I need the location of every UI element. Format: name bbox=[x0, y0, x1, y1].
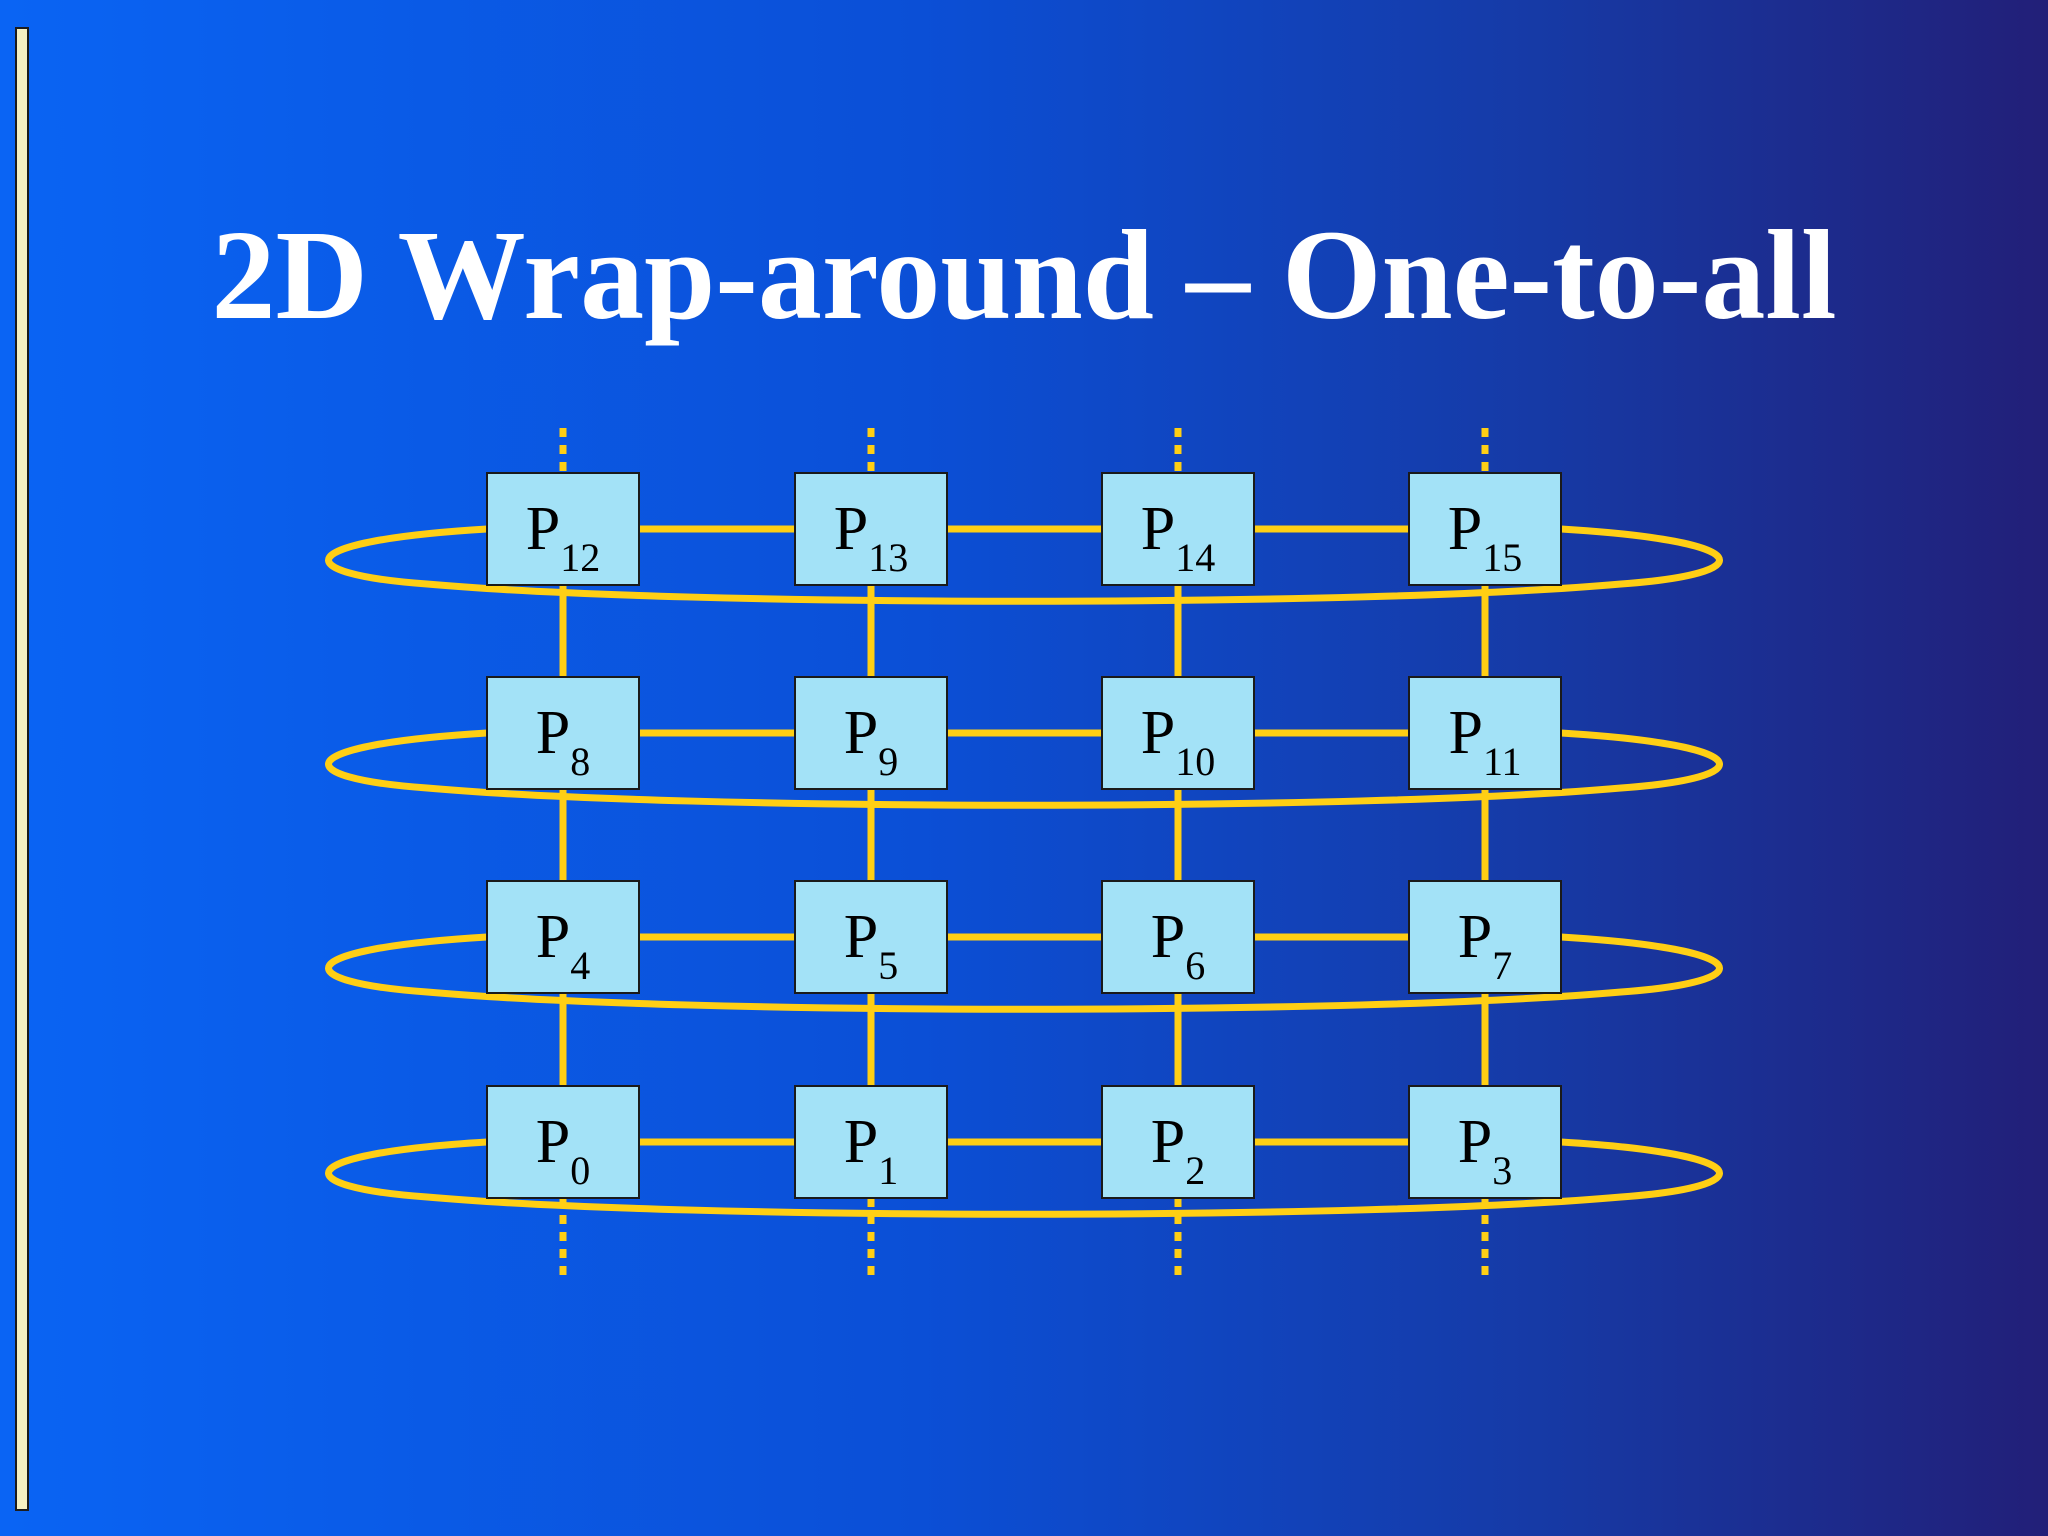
processor-node: P1 bbox=[794, 1085, 948, 1199]
node-letter: P bbox=[844, 699, 878, 767]
processor-node: P10 bbox=[1101, 676, 1255, 790]
processor-node: P14 bbox=[1101, 472, 1255, 586]
node-letter: P bbox=[536, 1108, 570, 1176]
node-letter: P bbox=[1449, 699, 1483, 767]
node-label: P2 bbox=[1151, 1108, 1205, 1193]
node-letter: P bbox=[536, 699, 570, 767]
node-letter: P bbox=[1458, 903, 1492, 971]
node-letter: P bbox=[536, 903, 570, 971]
node-label: P7 bbox=[1458, 903, 1512, 988]
node-letter: P bbox=[1151, 1108, 1185, 1176]
horizontal-wrap-loop-row-2 bbox=[325, 933, 1723, 1013]
node-letter: P bbox=[834, 495, 868, 563]
left-accent-bar bbox=[15, 27, 29, 1511]
horizontal-wrap-loop-row-1 bbox=[325, 729, 1723, 809]
node-label: P5 bbox=[844, 903, 898, 988]
node-label: P4 bbox=[536, 903, 590, 988]
node-box bbox=[1101, 1085, 1255, 1199]
node-letter: P bbox=[844, 903, 878, 971]
node-subscript: 11 bbox=[1483, 739, 1522, 784]
horizontal-wrap-loop-row-3 bbox=[325, 1138, 1723, 1218]
node-box bbox=[1408, 880, 1562, 994]
node-box bbox=[1101, 676, 1255, 790]
node-label: P8 bbox=[536, 699, 590, 784]
slide-title: 2D Wrap-around – One-to-all bbox=[211, 204, 1837, 346]
processor-node: P5 bbox=[794, 880, 948, 994]
node-subscript: 14 bbox=[1175, 535, 1215, 580]
node-label: P14 bbox=[1141, 495, 1215, 580]
node-box bbox=[486, 472, 640, 586]
node-label: P12 bbox=[526, 495, 600, 580]
node-subscript: 10 bbox=[1175, 739, 1215, 784]
node-box bbox=[486, 880, 640, 994]
node-subscript: 5 bbox=[878, 943, 898, 988]
processor-node: P15 bbox=[1408, 472, 1562, 586]
node-label: P10 bbox=[1141, 699, 1215, 784]
node-letter: P bbox=[526, 495, 560, 563]
node-letter: P bbox=[1141, 699, 1175, 767]
node-box bbox=[1101, 472, 1255, 586]
node-subscript: 6 bbox=[1185, 943, 1205, 988]
node-label: P0 bbox=[536, 1108, 590, 1193]
processor-node: P8 bbox=[486, 676, 640, 790]
node-subscript: 3 bbox=[1492, 1148, 1512, 1193]
node-letter: P bbox=[1151, 903, 1185, 971]
node-letter: P bbox=[1141, 495, 1175, 563]
mesh-links bbox=[325, 428, 1723, 1282]
node-subscript: 4 bbox=[570, 943, 590, 988]
node-label: P9 bbox=[844, 699, 898, 784]
node-box bbox=[1408, 676, 1562, 790]
node-box bbox=[794, 880, 948, 994]
node-subscript: 7 bbox=[1492, 943, 1512, 988]
node-box bbox=[486, 676, 640, 790]
node-subscript: 2 bbox=[1185, 1148, 1205, 1193]
node-subscript: 13 bbox=[868, 535, 908, 580]
node-subscript: 8 bbox=[570, 739, 590, 784]
node-box bbox=[486, 1085, 640, 1199]
node-subscript: 0 bbox=[570, 1148, 590, 1193]
node-label: P13 bbox=[834, 495, 908, 580]
processor-node: P2 bbox=[1101, 1085, 1255, 1199]
node-letter: P bbox=[1448, 495, 1482, 563]
node-letter: P bbox=[1458, 1108, 1492, 1176]
processor-node: P12 bbox=[486, 472, 640, 586]
processor-node: P6 bbox=[1101, 880, 1255, 994]
node-box bbox=[1101, 880, 1255, 994]
processor-node: P4 bbox=[486, 880, 640, 994]
node-label: P6 bbox=[1151, 903, 1205, 988]
node-label: P11 bbox=[1449, 699, 1522, 784]
node-subscript: 9 bbox=[878, 739, 898, 784]
node-box bbox=[794, 676, 948, 790]
processor-node: P0 bbox=[486, 1085, 640, 1199]
node-box bbox=[1408, 1085, 1562, 1199]
node-subscript: 1 bbox=[878, 1148, 898, 1193]
node-label: P3 bbox=[1458, 1108, 1512, 1193]
processor-node: P11 bbox=[1408, 676, 1562, 790]
node-box bbox=[794, 472, 948, 586]
processor-node: P9 bbox=[794, 676, 948, 790]
node-subscript: 12 bbox=[560, 535, 600, 580]
processor-node: P3 bbox=[1408, 1085, 1562, 1199]
node-label: P15 bbox=[1448, 495, 1522, 580]
horizontal-wrap-loop-row-0 bbox=[325, 525, 1723, 605]
node-box bbox=[1408, 472, 1562, 586]
processor-node: P13 bbox=[794, 472, 948, 586]
node-letter: P bbox=[844, 1108, 878, 1176]
node-box bbox=[794, 1085, 948, 1199]
node-subscript: 15 bbox=[1482, 535, 1522, 580]
processor-node: P7 bbox=[1408, 880, 1562, 994]
node-label: P1 bbox=[844, 1108, 898, 1193]
